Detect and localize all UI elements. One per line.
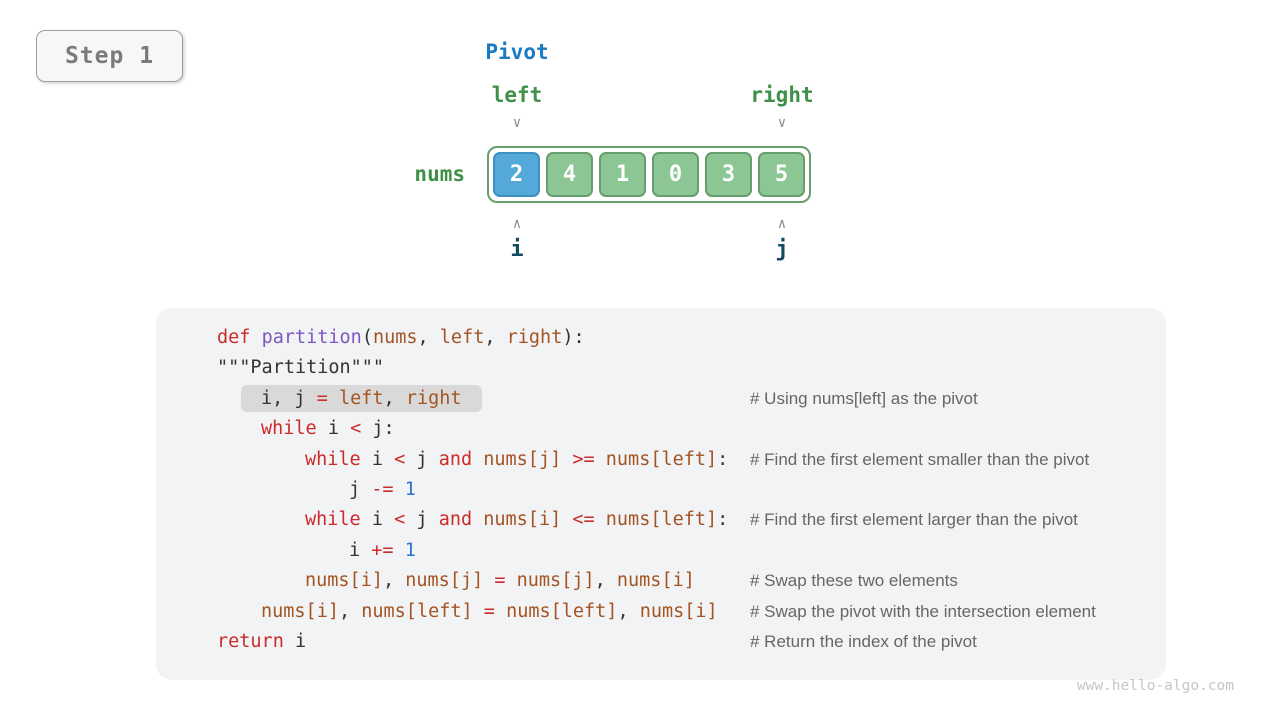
code-line: j -= 1 — [156, 475, 1166, 505]
right-pointer-label: right — [750, 83, 814, 107]
array-cell: 0 — [652, 152, 699, 197]
code-text: while i < j and nums[j] >= nums[left]: — [305, 448, 729, 470]
down-arrow-icon: ∨ — [777, 115, 787, 131]
code-line: def partition(nums, left, right): — [156, 323, 1166, 353]
step-badge-label: Step 1 — [64, 43, 155, 69]
step-badge: Step 1 — [36, 30, 183, 82]
code-comment: # Find the first element smaller than th… — [750, 449, 1090, 469]
code-line: while i < j and nums[i] <= nums[left]: # … — [156, 505, 1166, 535]
code-line: i += 1 — [156, 536, 1166, 566]
array-label: nums — [414, 162, 465, 186]
code-comment: # Swap the pivot with the intersection e… — [750, 601, 1096, 621]
code-text: """Partition""" — [217, 357, 385, 379]
code-line: nums[i], nums[left] = nums[left], nums[i… — [156, 597, 1166, 627]
code-text: return i — [217, 630, 307, 652]
up-arrow-icon: ∧ — [512, 216, 522, 232]
code-comment: # Return the index of the pivot — [750, 631, 977, 651]
up-arrow-icon: ∧ — [777, 216, 787, 232]
j-pointer-label: j — [775, 237, 789, 262]
array-cell: 4 — [546, 152, 593, 197]
code-line: while i < j: — [156, 414, 1166, 444]
array-cell: 1 — [599, 152, 646, 197]
pivot-label: Pivot — [485, 40, 549, 64]
down-arrow-icon: ∨ — [512, 115, 522, 131]
code-line: while i < j and nums[j] >= nums[left]: # … — [156, 445, 1166, 475]
code-text: while i < j: — [261, 418, 395, 440]
code-text: nums[i], nums[j] = nums[j], nums[i] — [305, 570, 695, 592]
code-comment: # Using nums[left] as the pivot — [750, 388, 978, 408]
array-cell: 2 — [493, 152, 540, 197]
code-comment: # Find the first element larger than the… — [750, 510, 1078, 530]
code-line: """Partition""" — [156, 353, 1166, 383]
code-text: def partition(nums, left, right): — [217, 327, 585, 348]
code-block: def partition(nums, left, right): """Part… — [156, 308, 1166, 680]
i-pointer-label: i — [510, 237, 524, 262]
left-pointer-label: left — [491, 83, 543, 107]
code-text: i += 1 — [349, 539, 416, 561]
watermark: www.hello-algo.com — [1076, 678, 1234, 694]
code-text: nums[i], nums[left] = nums[left], nums[i… — [261, 600, 718, 622]
code-text-highlighted: i, j = left, right — [241, 384, 482, 412]
code-text: while i < j and nums[i] <= nums[left]: — [305, 509, 729, 531]
code-line: i, j = left, right # Using nums[left] as … — [156, 384, 1166, 414]
code-line: return i # Return the index of the pivot — [156, 627, 1166, 657]
array-cell: 5 — [758, 152, 805, 197]
code-comment: # Swap these two elements — [750, 571, 958, 591]
array-cell: 3 — [705, 152, 752, 197]
code-line: nums[i], nums[j] = nums[j], nums[i] # Swa… — [156, 566, 1166, 596]
code-text: j -= 1 — [349, 478, 416, 500]
